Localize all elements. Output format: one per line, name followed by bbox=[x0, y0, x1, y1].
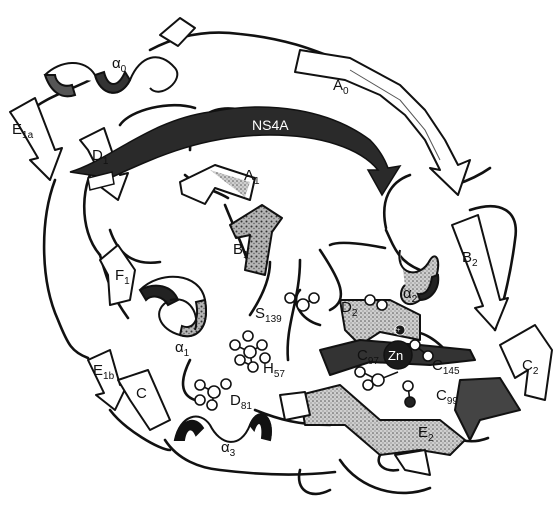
label-alpha1: α1 bbox=[175, 339, 190, 359]
label-ns4a: NS4A bbox=[252, 117, 289, 133]
label-alpha0: α0 bbox=[112, 55, 127, 75]
label-b1: B1 bbox=[233, 241, 249, 261]
zn-small-label: 2+ bbox=[394, 328, 401, 334]
strand-e1a bbox=[10, 98, 62, 180]
helix-alpha1 bbox=[140, 277, 206, 337]
label-d81: D81 bbox=[230, 392, 252, 412]
label-h57: H57 bbox=[263, 360, 285, 380]
helix-alpha3 bbox=[175, 414, 271, 442]
strand-b2 bbox=[452, 215, 508, 330]
strand-b1 bbox=[230, 205, 282, 275]
label-c99: C99 bbox=[436, 387, 458, 407]
label-zn: Zn bbox=[388, 348, 403, 363]
beta-strands bbox=[10, 18, 552, 475]
label-s139: S139 bbox=[255, 305, 282, 325]
label-c1: C bbox=[136, 385, 147, 402]
